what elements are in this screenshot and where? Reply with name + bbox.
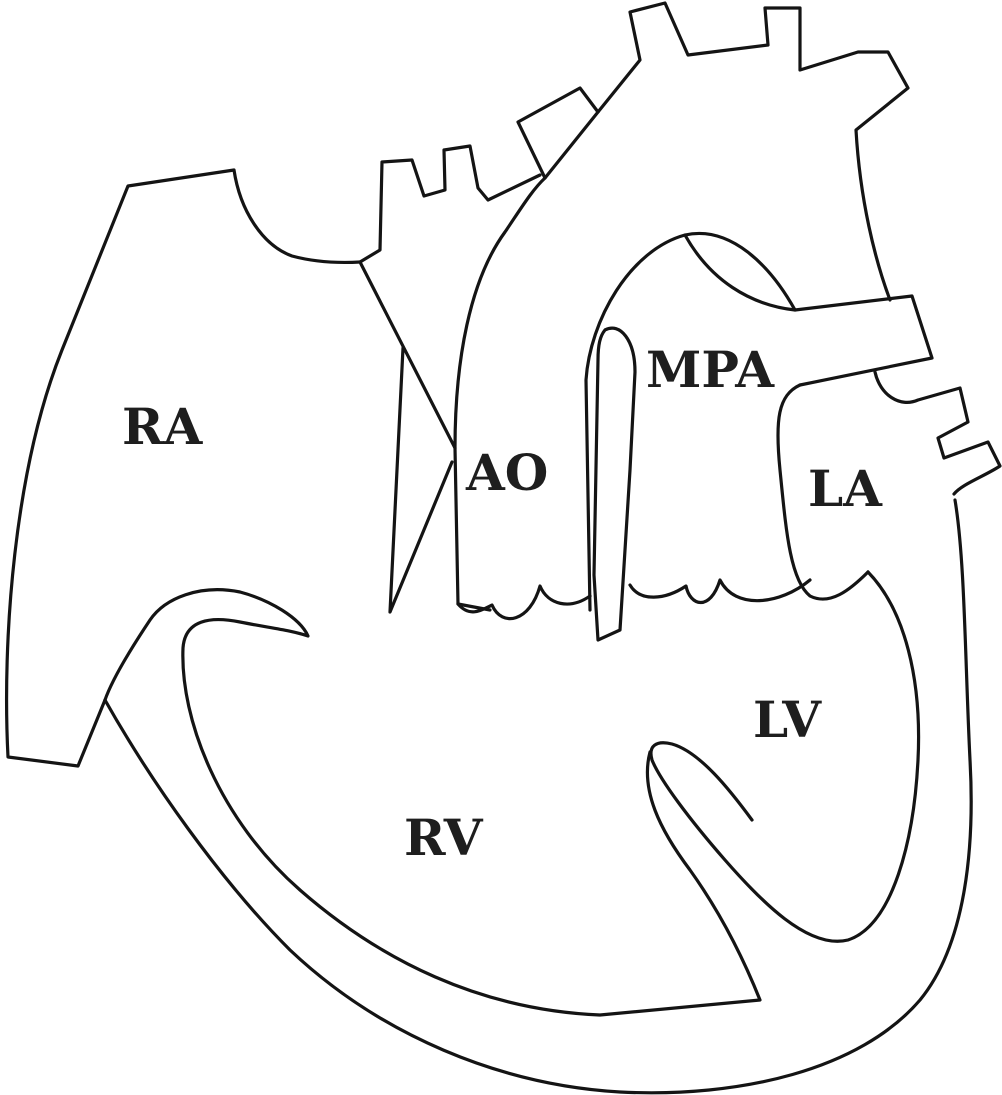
left-ventricle-outer-wall (649, 570, 921, 943)
atrial-wedge (388, 346, 454, 614)
aorta-outer-wall (453, 1, 910, 612)
left-atrium-wall (776, 383, 870, 601)
svc-wall (358, 144, 542, 264)
valve-cusps-aortic (456, 584, 592, 621)
epicardium-lower-border (103, 498, 973, 1095)
aortic-arch-inner (584, 231, 934, 612)
pulmonary-vein-stub (873, 370, 1002, 496)
interventricular-septum (103, 588, 762, 1017)
label-rv: RV (404, 808, 484, 867)
label-ra: RA (122, 397, 204, 456)
mpa-inner-loop (683, 233, 797, 312)
aorta-branch-left (516, 86, 600, 180)
label-lv: LV (753, 690, 822, 749)
label-la: LA (808, 459, 883, 518)
label-ao: AO (465, 443, 548, 502)
label-mpa: MPA (646, 340, 775, 399)
right-atrium-wall (4, 168, 362, 768)
valve-cusps-mitral (628, 578, 812, 604)
mpa-left-wall (592, 326, 637, 642)
atrial-septum-line (358, 260, 457, 450)
